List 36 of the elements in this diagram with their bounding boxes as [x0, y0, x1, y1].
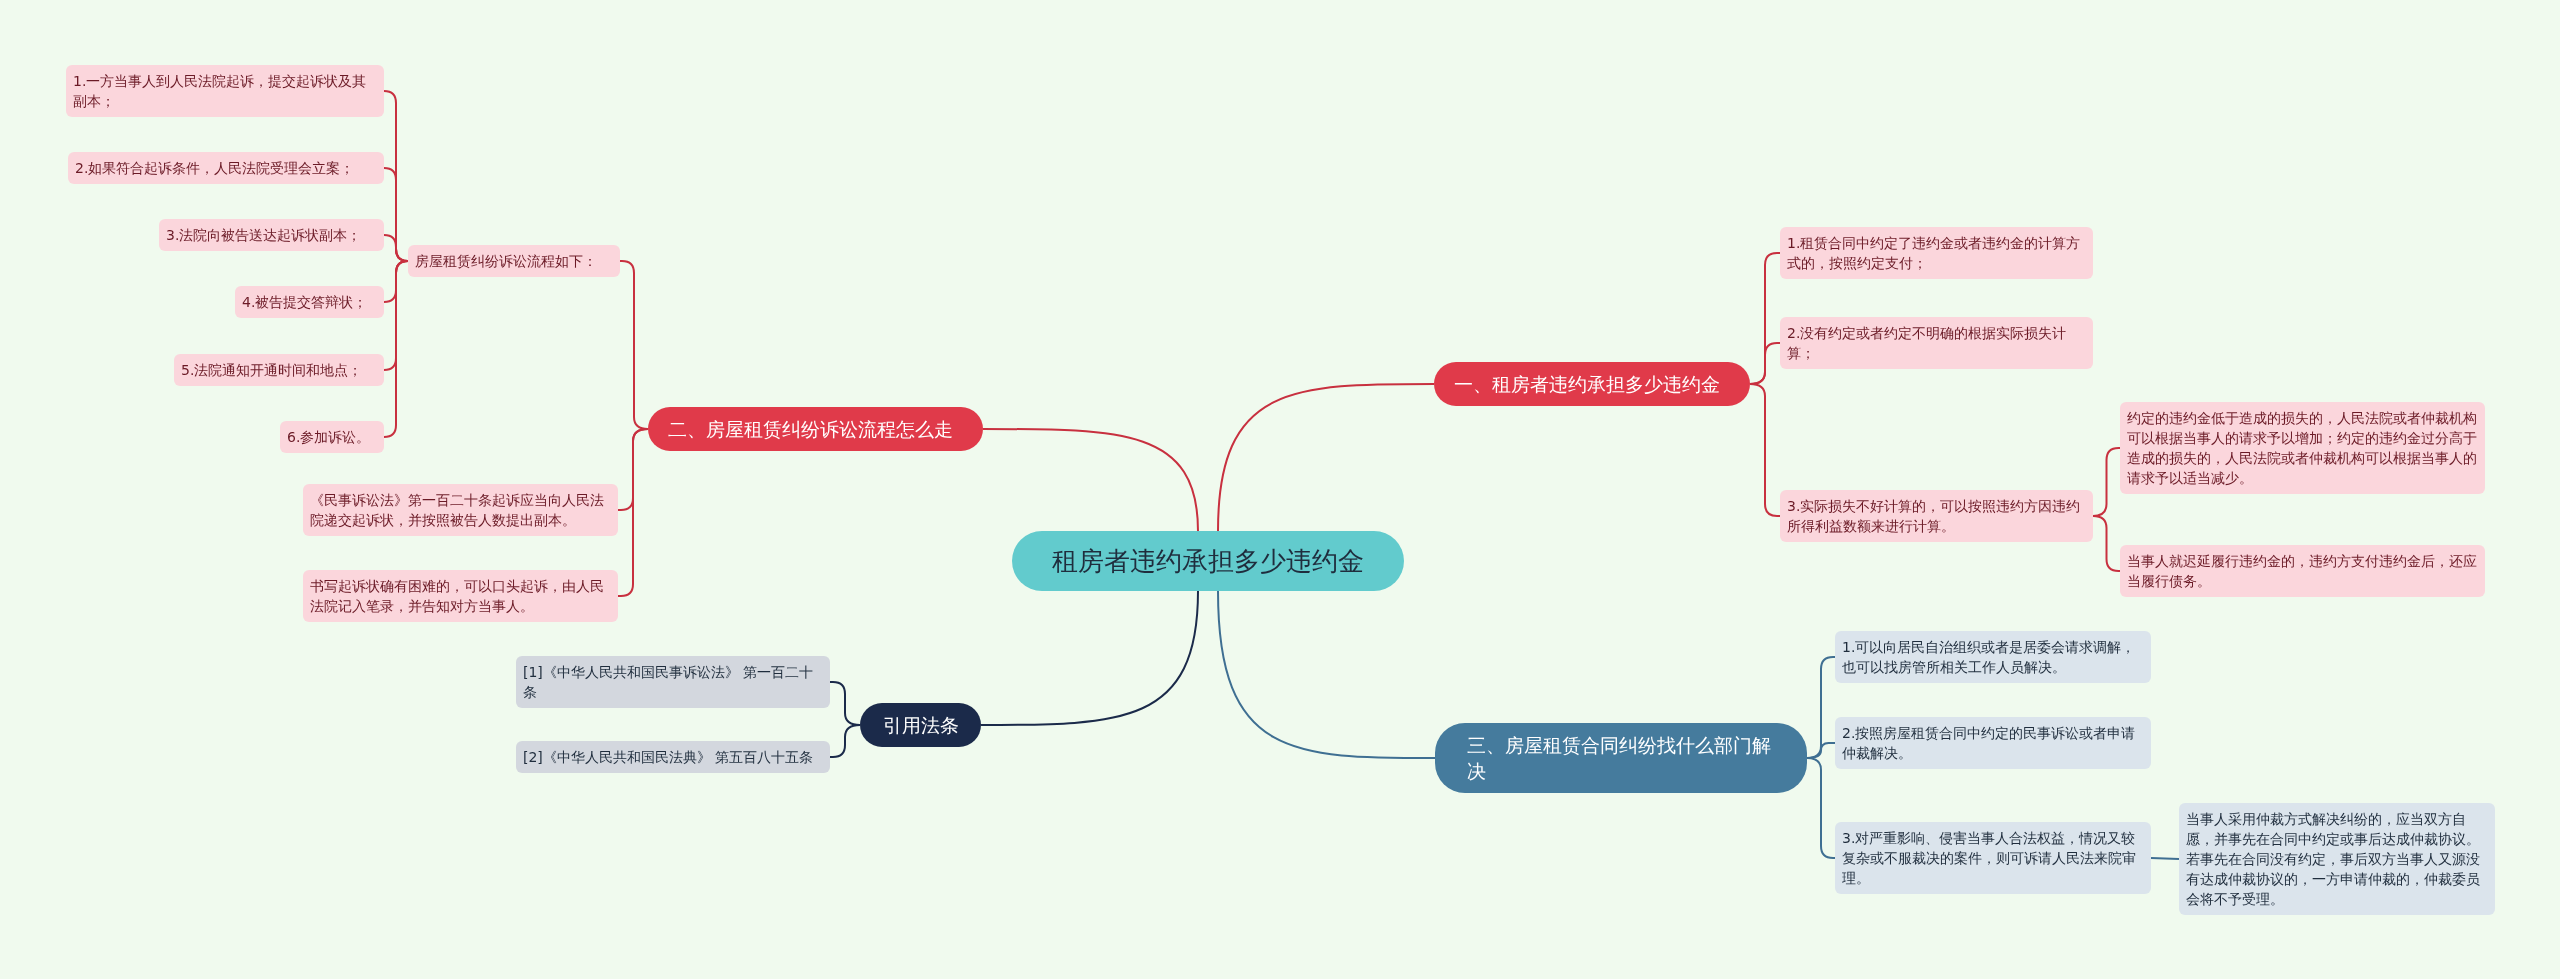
connector-line — [2092, 515, 2121, 572]
subtopic-box: 2.如果符合起诉条件，人民法院受理会立案； — [68, 152, 384, 184]
subtopic-box: 3.对严重影响、侵害当事人合法权益，情况又较复杂或不服裁决的案件，则可诉请人民法来院审理。 — [1835, 822, 2151, 894]
branch-topic: 二、房屋租赁纠纷诉讼流程怎么走 — [648, 407, 983, 451]
subtopic-box: 2.没有约定或者约定不明确的根据实际损失计算； — [1780, 317, 2093, 369]
connector-line — [1749, 383, 1781, 517]
connector-line — [1217, 383, 1435, 532]
subtopic-box: 书写起诉状确有困难的，可以口头起诉，由人民法院记入笔录，并告知对方当事人。 — [303, 570, 618, 622]
subtopic-box: 1.可以向居民自治组织或者是居委会请求调解，也可以找房管所相关工作人员解决。 — [1835, 631, 2151, 683]
subtopic-box: 5.法院通知开通时间和地点； — [174, 354, 384, 386]
subtopic-box: 当事人就迟延履行违约金的，违约方支付违约金后，还应当履行债务。 — [2120, 545, 2485, 597]
connector-line — [829, 724, 861, 758]
subtopic-box: 6.参加诉讼。 — [280, 421, 384, 453]
connector-line — [2150, 857, 2180, 860]
central-topic: 租房者违约承担多少违约金 — [1012, 531, 1404, 591]
subtopic-box: 4.被告提交答辩状； — [235, 286, 384, 318]
subtopic-box: 《民事诉讼法》第一百二十条起诉应当向人民法院递交起诉状，并按照被告人数提出副本。 — [303, 484, 618, 536]
subtopic-box: 1.一方当事人到人民法院起诉，提交起诉状及其副本； — [66, 65, 384, 117]
subtopic-box: 房屋租赁纠纷诉讼流程如下： — [408, 245, 620, 277]
connector-line — [617, 428, 649, 597]
branch-topic: 三、房屋租赁合同纠纷找什么部门解决 — [1435, 723, 1807, 793]
branch-topic: 引用法条 — [860, 703, 981, 747]
subtopic-box: 3.实际损失不好计算的，可以按照违约方因违约所得利益数额来进行计算。 — [1780, 490, 2093, 542]
connector-line — [1806, 757, 1836, 859]
subtopic-box: 1.租赁合同中约定了违约金或者违约金的计算方式的，按照约定支付； — [1780, 227, 2093, 279]
connector-line — [1217, 590, 1436, 759]
subtopic-box: 3.法院向被告送达起诉状副本； — [159, 219, 384, 251]
connector-line — [383, 260, 409, 438]
subtopic-box: 当事人采用仲裁方式解决纠纷的，应当双方自愿，并事先在合同中约定或事后达成仲裁协议。若事先在合同没有约定，事后双方当事人又源没有达成仲裁协议的，一方申请仲裁的，仲裁委员会将不予受理。 — [2179, 803, 2495, 915]
subtopic-box: 2.按照房屋租赁合同中约定的民事诉讼或者申请仲裁解决。 — [1835, 717, 2151, 769]
connector-line — [980, 590, 1199, 726]
subtopic-box: [1]《中华人民共和国民事诉讼法》 第一百二十条 — [516, 656, 830, 708]
subtopic-box: 约定的违约金低于造成的损失的，人民法院或者仲裁机构可以根据当事人的请求予以增加；约定的违约金过分高于造成的损失的，人民法院或者仲裁机构可以根据当事人的请求予以适当减少。 — [2120, 402, 2485, 494]
branch-topic: 一、租房者违约承担多少违约金 — [1434, 362, 1750, 406]
connector-line — [982, 428, 1199, 532]
subtopic-box: [2]《中华人民共和国民法典》 第五百八十五条 — [516, 741, 830, 773]
